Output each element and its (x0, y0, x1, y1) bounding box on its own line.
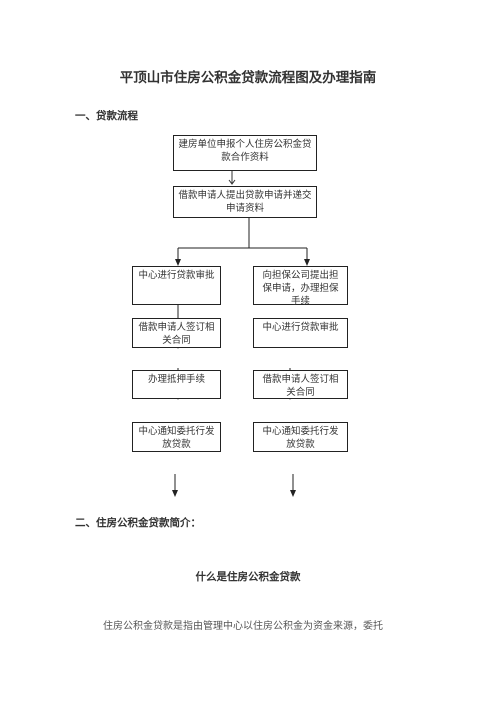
split-right-head (304, 259, 310, 266)
flow-box-left-contract: 借款申请人签订相关合同 (132, 318, 221, 348)
flow-box-builder-application: 建房单位申报个人住房公积金贷款合作资料 (173, 135, 317, 171)
flow-box-borrower-application: 借款申请人提出贷款申请并递交申请资料 (173, 186, 317, 218)
left-arrow-final-head (172, 490, 178, 497)
flow-box-left-mortgage: 办理抵押手续 (132, 370, 221, 399)
section-heading-loan-intro: 二、住房公积金贷款简介： (75, 517, 201, 529)
flow-box-right-contract: 借款申请人签订相关合同 (253, 370, 348, 399)
subheading-what-is-loan: 什么是住房公积金贷款 (195, 571, 301, 583)
flow-box-left-disbursement: 中心通知委托行发放贷款 (132, 422, 221, 452)
flow-box-right-approval: 中心进行贷款审批 (253, 318, 348, 348)
arrow-1-2-head (228, 179, 236, 185)
body-paragraph: 住房公积金贷款是指由管理中心以住房公积金为资金来源，委托 (103, 621, 383, 632)
flow-box-right-disbursement: 中心通知委托行发放贷款 (253, 422, 348, 452)
page-title: 平顶山市住房公积金贷款流程图及办理指南 (119, 70, 377, 86)
flow-box-right-guarantee: 向担保公司提出担保申请，办理担保手续 (253, 266, 348, 307)
right-arrow-final-head (290, 490, 296, 497)
flow-box-left-approval: 中心进行贷款审批 (132, 266, 221, 305)
section-heading-loan-process: 一、贷款流程 (75, 110, 138, 122)
split-left-head (175, 259, 181, 266)
